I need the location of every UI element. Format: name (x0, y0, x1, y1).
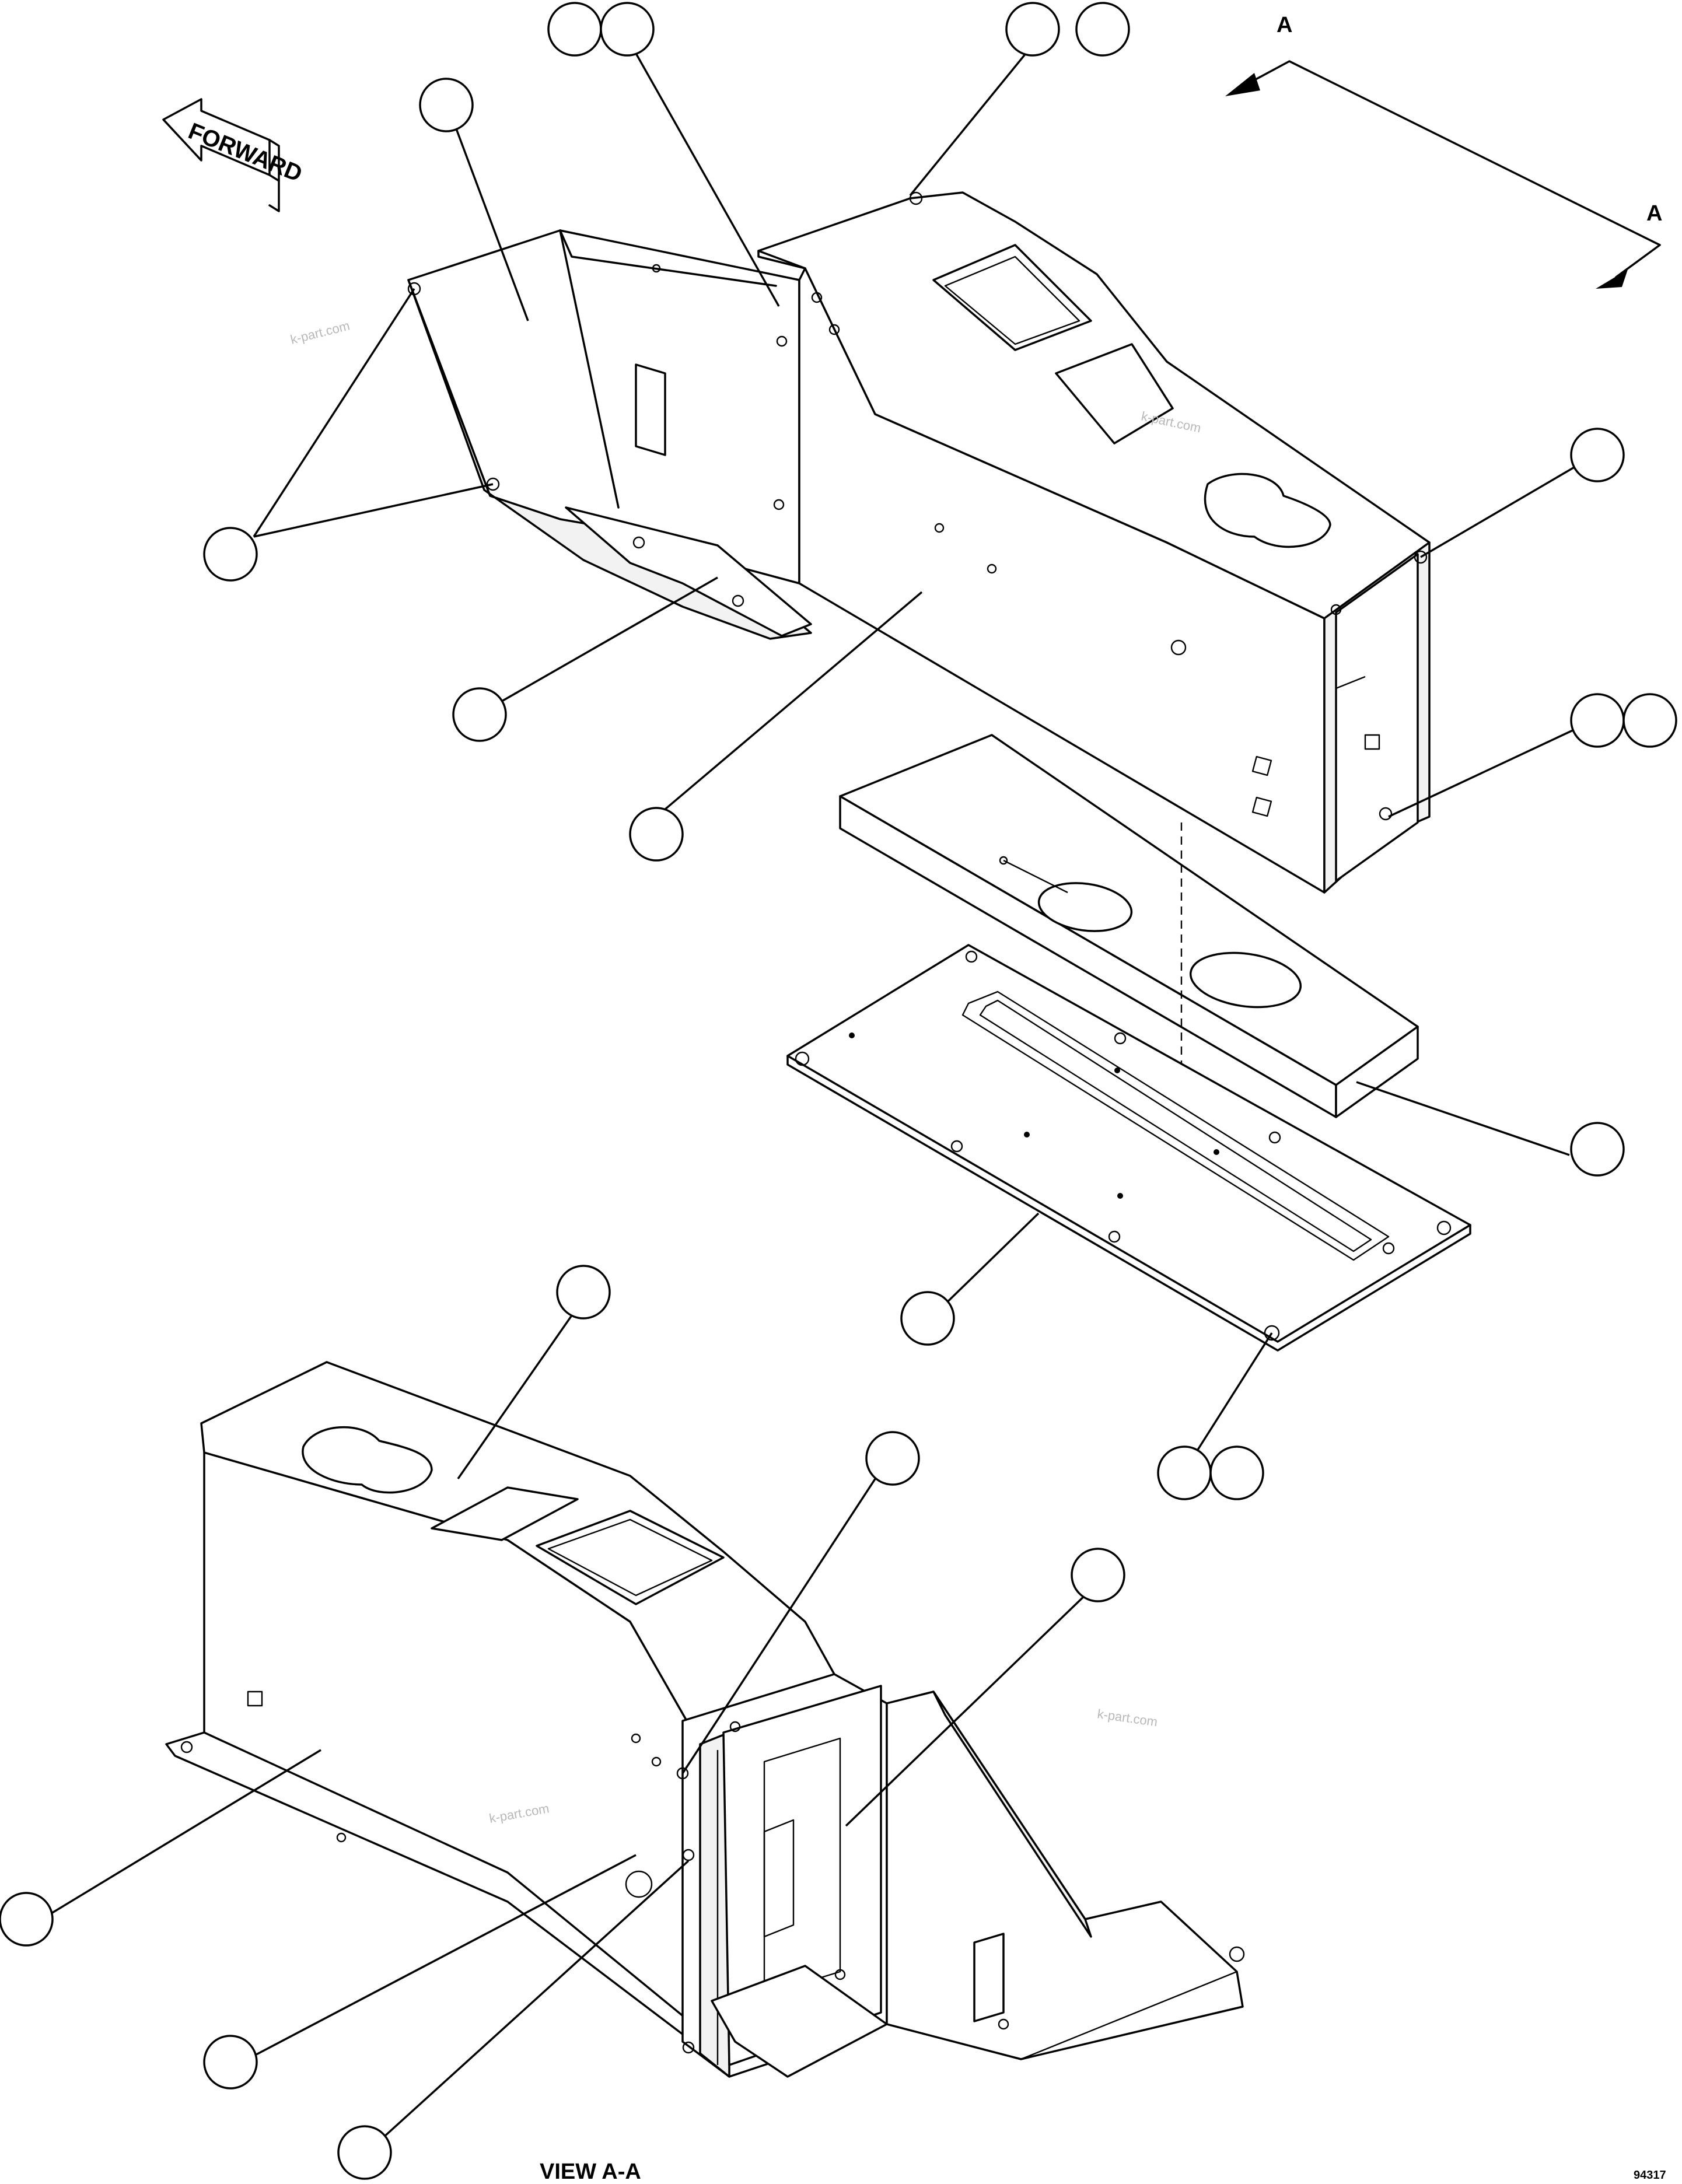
forward-label: FORWARD (185, 118, 306, 187)
callout-bubble (629, 807, 684, 862)
view-a-a-console-part (165, 1361, 1245, 2078)
section-a-right-label: A (1646, 201, 1662, 226)
view-a-a-label: VIEW A-A (540, 2160, 641, 2184)
callout-bubble (1075, 2, 1130, 57)
watermark-text: k-part.com (289, 318, 351, 346)
drawing-number: 94317 (1634, 2169, 1666, 2182)
callout-bubble (419, 78, 474, 132)
callout-bubble (452, 687, 507, 742)
callout-leaders (32, 37, 1576, 2145)
callout-bubble (337, 2125, 392, 2180)
callout-bubble (1157, 1446, 1212, 1500)
watermark-text: k-part.com (1096, 1706, 1158, 1729)
callout-bubble (547, 2, 602, 57)
callout-bubble (1071, 1548, 1125, 1602)
callout-bubble (1209, 1446, 1264, 1500)
section-a-top-label: A (1277, 13, 1292, 37)
callout-bubble (1570, 428, 1625, 482)
callout-bubble (900, 1291, 955, 1346)
foam-pad-part (839, 734, 1419, 1118)
upper-console-part (757, 191, 1431, 894)
callout-bubble (1005, 2, 1060, 57)
callout-bubble (600, 2, 655, 57)
forward-arrow-icon: FORWARD (162, 98, 306, 212)
callout-bubble (203, 2035, 258, 2090)
callout-bubble (1570, 693, 1625, 748)
callout-bubble (1622, 693, 1677, 748)
callout-bubble (1570, 1122, 1625, 1177)
callout-bubble (0, 1892, 54, 1947)
callout-bubble (556, 1265, 611, 1320)
section-arrow-a-a: A A (1225, 13, 1662, 289)
callout-bubble (203, 527, 258, 582)
base-plate-part (786, 944, 1471, 1352)
upper-duct-part (407, 229, 812, 640)
callout-bubble (865, 1431, 920, 1486)
